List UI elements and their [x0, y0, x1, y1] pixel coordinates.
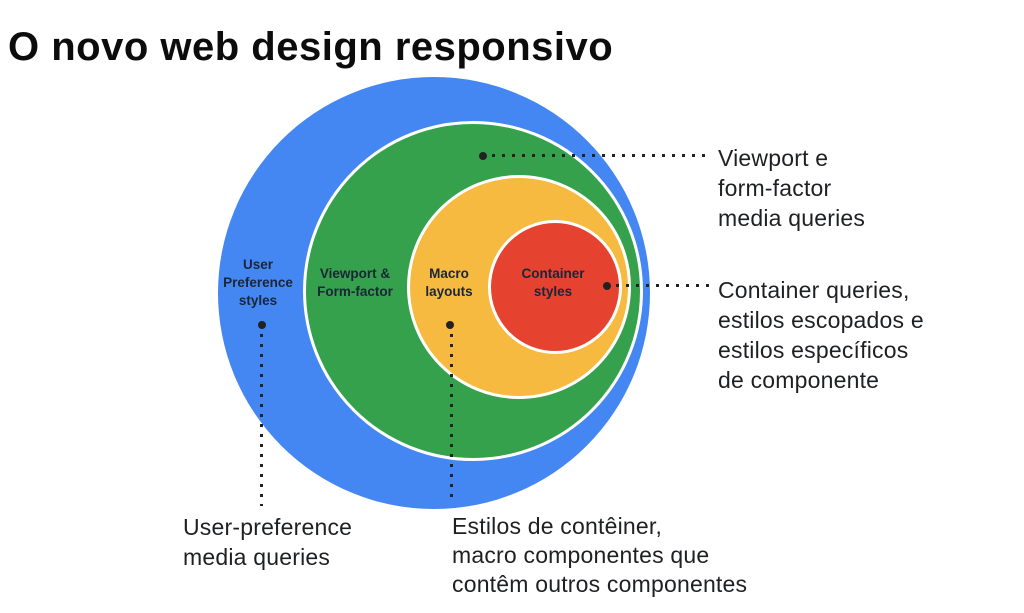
annotation-container-queries: Container queries, estilos escopados e e…	[718, 277, 924, 393]
dotted-connector-user-preference	[260, 334, 263, 506]
dotted-connector-macro-layouts	[450, 334, 453, 504]
connector-dot-macro-layouts	[446, 321, 454, 329]
ring-label-user-preference-styles: User Preference styles	[223, 257, 293, 308]
ring-container-styles	[488, 220, 622, 354]
dotted-connector-viewport	[492, 154, 710, 157]
annotation-user-preference-media-queries: User-preference media queries	[183, 514, 353, 570]
connector-dot-user-preference	[258, 321, 266, 329]
dotted-connector-container	[616, 284, 710, 287]
page-title: O novo web design responsivo	[8, 24, 614, 69]
ring-label-viewport-form-factor: Viewport & Form-factor	[317, 266, 393, 299]
ring-label-container-styles: Container styles	[521, 266, 585, 299]
connector-dot-viewport	[479, 152, 487, 160]
ring-label-macro-layouts: Macro layouts	[425, 266, 473, 299]
connector-dot-container	[603, 282, 611, 290]
annotation-viewport-media-queries: Viewport e form-factor media queries	[718, 145, 866, 231]
annotation-container-styles: Estilos de contêiner, macro componentes …	[452, 513, 748, 597]
